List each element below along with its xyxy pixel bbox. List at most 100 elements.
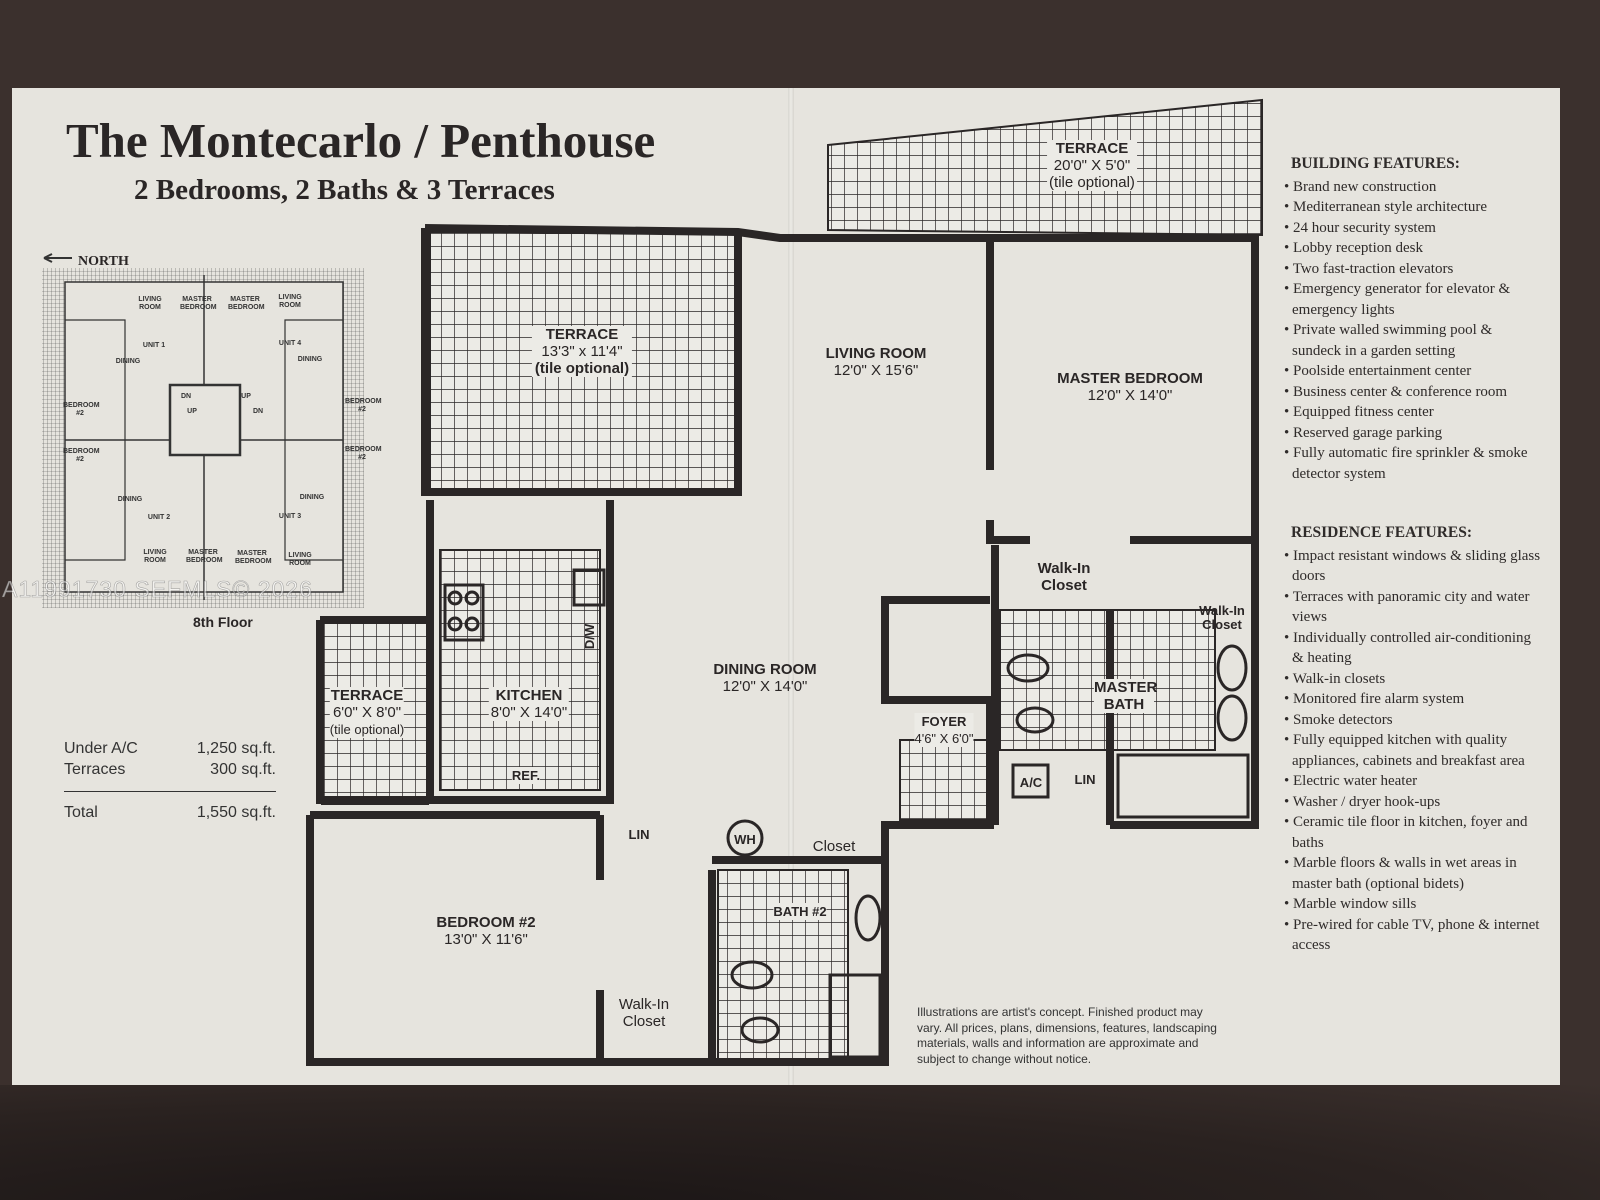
area-value: 1,250 sq.ft. <box>196 740 276 757</box>
key-unit4: UNIT 4 <box>278 340 302 347</box>
feature-item: Pre-wired for cable TV, phone & internet… <box>1282 915 1542 956</box>
building-features-heading: BUILDING FEATURES: <box>1291 155 1460 172</box>
closet-label: Closet <box>812 838 856 855</box>
key-living-room-1: LIVING ROOM <box>138 296 162 311</box>
north-label: NORTH <box>78 254 129 269</box>
key-bedroom2-3: BEDROOM #2 <box>345 446 382 461</box>
feature-item: Ceramic tile floor in kitchen, foyer and… <box>1282 812 1542 853</box>
key-master-bedroom-4: MASTER BEDROOM <box>228 296 265 311</box>
key-dn-2: DN <box>252 408 264 415</box>
area-row-ac: Under A/C 1,250 sq.ft. <box>64 740 276 761</box>
key-master-bedroom-1: MASTER BEDROOM <box>180 296 217 311</box>
shower <box>828 973 882 1059</box>
residence-features-list: Impact resistant windows & sliding glass… <box>1282 546 1542 956</box>
key-dining-3: DINING <box>299 494 325 501</box>
bath2-bidet <box>740 1016 780 1044</box>
key-living-room-4: LIVING ROOM <box>278 294 302 309</box>
refrigerator-label: REF. <box>511 767 541 784</box>
fixtures <box>443 568 1250 1059</box>
total-value: 1,550 sq.ft. <box>196 804 276 821</box>
feature-item: Washer / dryer hook-ups <box>1282 792 1542 813</box>
area-row-total: Total 1,550 sq.ft. <box>64 804 276 825</box>
area-label: Terraces <box>64 761 126 778</box>
master-sink-1 <box>1216 644 1248 692</box>
floor-label: 8th Floor <box>193 614 253 630</box>
feature-item: Mediterranean style architecture <box>1282 197 1542 218</box>
feature-item: Equipped fitness center <box>1282 402 1542 423</box>
key-up-1: UP <box>241 393 251 400</box>
residence-features-heading: RESIDENCE FEATURES: <box>1291 524 1473 541</box>
feature-item: Marble floors & walls in wet areas in ma… <box>1282 853 1542 894</box>
kitchen-counter-right <box>572 568 606 607</box>
background-floor <box>0 1085 1600 1200</box>
building-features-list: Brand new constructionMediterranean styl… <box>1282 177 1542 485</box>
feature-item: Walk-in closets <box>1282 669 1542 690</box>
key-dn-1: DN <box>180 393 192 400</box>
key-bedroom2-4: BEDROOM #2 <box>345 398 382 413</box>
feature-item: Private walled swimming pool & sundeck i… <box>1282 320 1542 361</box>
residence-features: RESIDENCE FEATURES: Impact resistant win… <box>1282 523 1542 956</box>
key-dining-4: DINING <box>297 356 323 363</box>
key-living-room-2: LIVING ROOM <box>143 549 167 564</box>
terrace-top-tiles <box>827 98 1263 237</box>
bath2-toilet <box>730 960 774 990</box>
disclaimer: Illustrations are artist's concept. Fini… <box>917 1005 1217 1066</box>
key-plan <box>42 253 364 608</box>
key-master-bedroom-3: MASTER BEDROOM <box>235 550 272 565</box>
page-fold <box>788 88 794 1088</box>
feature-item: Monitored fire alarm system <box>1282 689 1542 710</box>
bath2-label: BATH #2 <box>773 903 827 920</box>
area-value: 300 sq.ft. <box>210 761 276 778</box>
dishwasher-label: D/W <box>582 623 598 650</box>
walk-in-closet-master-label: Walk-In Closet <box>1037 560 1091 594</box>
feature-item: Emergency generator for elevator & emerg… <box>1282 279 1542 320</box>
area-row-terraces: Terraces 300 sq.ft. <box>64 761 276 782</box>
feature-item: Reserved garage parking <box>1282 423 1542 444</box>
key-bedroom2-2: BEDROOM #2 <box>63 448 100 463</box>
feature-item: Marble window sills <box>1282 894 1542 915</box>
area-divider <box>64 791 276 792</box>
walk-in-closet-master2-label: Walk-In Closet <box>1199 603 1245 632</box>
key-bedroom2-1: BEDROOM #2 <box>63 402 100 417</box>
key-dining-1: DINING <box>115 358 141 365</box>
feature-item: Electric water heater <box>1282 771 1542 792</box>
feature-item: 24 hour security system <box>1282 218 1542 239</box>
walls <box>306 224 1259 1066</box>
feature-item: Brand new construction <box>1282 177 1542 198</box>
feature-item: Lobby reception desk <box>1282 238 1542 259</box>
total-label: Total <box>64 804 98 821</box>
area-label: Under A/C <box>64 740 138 757</box>
ac-unit <box>1011 763 1050 799</box>
building-features: BUILDING FEATURES: Brand new constructio… <box>1282 154 1542 484</box>
stove <box>443 583 485 642</box>
feature-item: Impact resistant windows & sliding glass… <box>1282 546 1542 587</box>
key-unit2: UNIT 2 <box>147 514 171 521</box>
linen-closet-master-label: LIN <box>1074 772 1096 787</box>
bath2-sink <box>854 894 882 942</box>
feature-item: Terraces with panoramic city and water v… <box>1282 587 1542 628</box>
linen-closet-label: LIN <box>628 827 650 842</box>
water-heater-label: WH <box>734 832 756 847</box>
key-up-2: UP <box>187 408 197 415</box>
watermark: A11991730 SEFMLS© 2026 <box>2 576 313 603</box>
key-living-room-3: LIVING ROOM <box>288 552 312 567</box>
master-sink-2 <box>1216 694 1248 742</box>
page-title: The Montecarlo / Penthouse <box>66 113 656 168</box>
feature-item: Fully equipped kitchen with quality appl… <box>1282 730 1542 771</box>
water-heater <box>726 819 764 857</box>
key-unit3: UNIT 3 <box>278 513 302 520</box>
ac-label: A/C <box>1019 775 1043 790</box>
key-unit1: UNIT 1 <box>142 342 166 349</box>
feature-item: Business center & conference room <box>1282 382 1542 403</box>
bathtub <box>1116 753 1250 819</box>
page-subtitle: 2 Bedrooms, 2 Baths & 3 Terraces <box>134 174 555 206</box>
feature-item: Poolside entertainment center <box>1282 361 1542 382</box>
feature-item: Smoke detectors <box>1282 710 1542 731</box>
